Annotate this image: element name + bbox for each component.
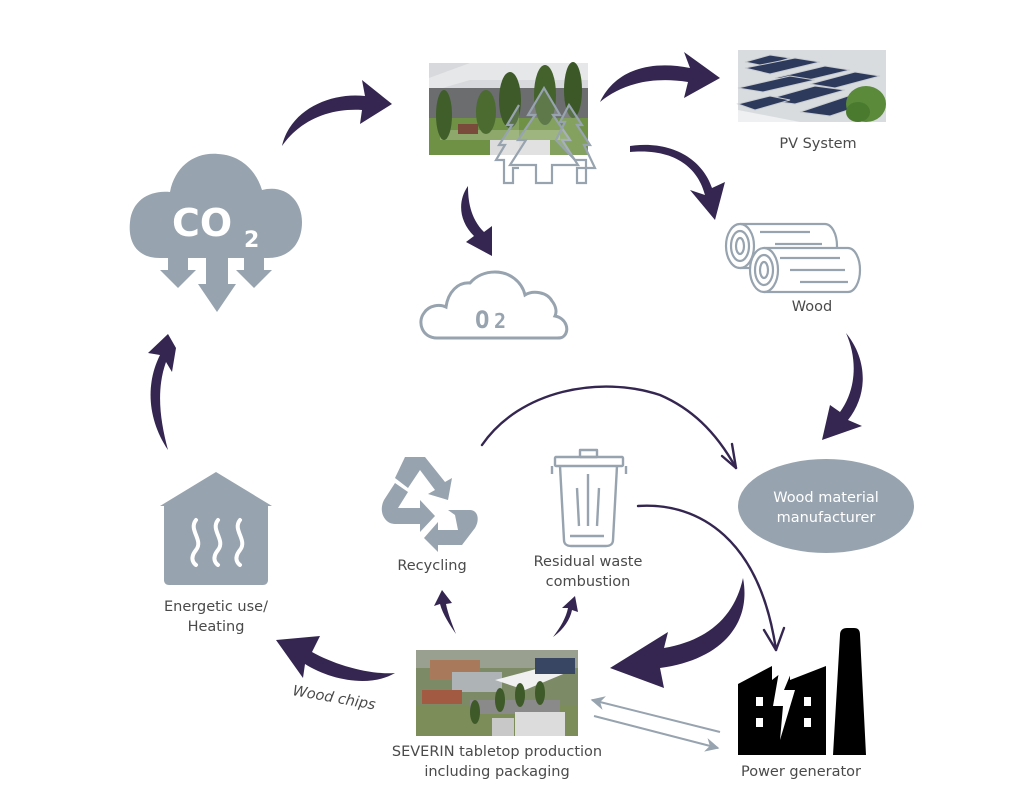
arrow-manufacturer-to-severin [610, 578, 745, 688]
o2-label: O [475, 306, 489, 334]
arrow-heating-to-co2 [148, 334, 176, 450]
arrow-severin-to-power [593, 715, 720, 752]
o2-subscript: 2 [494, 309, 506, 333]
wood-label: Wood [792, 299, 832, 315]
arrow-power-to-severin [590, 696, 721, 733]
pv-system-photo [736, 50, 886, 122]
co2-subscript: 2 [244, 228, 259, 253]
trash-can-icon [550, 448, 628, 548]
arrow-forest-to-pv [600, 52, 720, 102]
residual-waste-line2: combustion [546, 574, 631, 590]
pv-system-label: PV System [779, 136, 856, 152]
severin-production-line2: including packaging [424, 764, 569, 780]
arrow-wood-to-manufacturer [822, 333, 863, 440]
arrow-forest-to-wood [630, 144, 725, 220]
co2-label: CO [172, 201, 232, 245]
severin-production-photo [416, 650, 578, 736]
power-generator-icon [738, 628, 866, 755]
severin-production-line1: SEVERIN tabletop production [392, 744, 602, 760]
arrow-co2-to-forest [282, 80, 392, 146]
arrow-residual-to-power [636, 504, 778, 652]
arrow-forest-to-o2 [461, 186, 492, 256]
tree-icon [494, 85, 597, 185]
arrow-severin-to-recycling [434, 590, 456, 634]
wood-logs-icon [724, 222, 862, 294]
recycling-label: Recycling [397, 558, 466, 574]
wood-material-manufacturer-node [738, 459, 914, 553]
residual-waste-line1: Residual waste [534, 554, 643, 570]
energetic-use-line1: Energetic use/ [164, 599, 268, 615]
arrow-recycling-to-manufacturer [480, 385, 738, 470]
co2-cloud-icon [129, 153, 302, 312]
energetic-use-line2: Heating [188, 619, 245, 635]
arrow-residual-to-power-head [762, 626, 786, 652]
power-generator-label: Power generator [741, 764, 861, 780]
arrow-recycling-to-manufacturer-head [720, 442, 738, 470]
arrow-severin-to-residual [553, 596, 578, 637]
wood-material-manufacturer-line1: Wood material [773, 490, 879, 506]
o2-cloud-icon [419, 270, 569, 340]
heating-house-icon [160, 472, 272, 585]
arrow-severin-to-heating [276, 636, 395, 681]
wood-chips-label: Wood chips [291, 683, 377, 713]
recycling-icon [381, 457, 478, 552]
wood-material-manufacturer-line2: manufacturer [777, 510, 876, 526]
